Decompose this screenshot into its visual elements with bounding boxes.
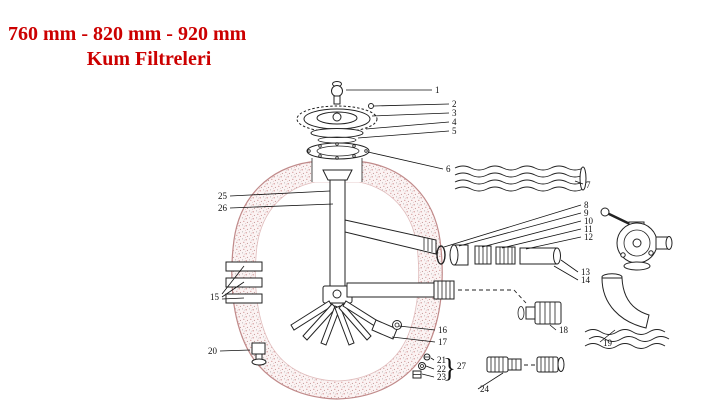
leader-line <box>221 265 245 295</box>
part-label-15: 15 <box>210 292 220 302</box>
leader-line <box>219 349 251 352</box>
part-label-20: 20 <box>208 346 218 356</box>
leader-line <box>560 259 579 273</box>
part-label-13: 13 <box>581 267 591 277</box>
leader-line <box>477 372 504 390</box>
leader-line <box>574 180 584 185</box>
leader-line <box>398 325 436 331</box>
leader-line <box>367 151 444 170</box>
lower-outlet-pipe <box>346 280 527 304</box>
leader-line <box>430 357 435 361</box>
leader-line <box>357 130 450 139</box>
leader-line <box>421 373 435 378</box>
part-label-16: 16 <box>438 325 448 335</box>
internal-standpipe <box>322 169 353 289</box>
leader-line <box>373 103 450 107</box>
union-fittings-row <box>436 244 561 266</box>
part-label-5: 5 <box>452 126 457 136</box>
part-label-3: 3 <box>452 108 457 118</box>
part-label-18: 18 <box>559 325 569 335</box>
elbow-pipe <box>584 273 670 349</box>
leader-line <box>221 297 245 300</box>
part-label-19: 19 <box>603 338 613 348</box>
leader-line <box>371 112 450 117</box>
lateral-arms <box>290 285 385 346</box>
part-label-10: 10 <box>584 216 594 226</box>
part-label-8: 8 <box>584 200 589 210</box>
leader-line <box>549 324 557 331</box>
part-label-21: 21 <box>437 355 446 365</box>
leader-line <box>481 220 582 248</box>
leader-line <box>443 204 582 248</box>
union-coupling <box>517 301 562 325</box>
part-label-14: 14 <box>581 275 591 285</box>
part-label-12: 12 <box>584 232 593 242</box>
connection-pipe <box>454 165 587 192</box>
leader-line <box>391 336 436 343</box>
part-labels: 1 2 3 4 5 6 7 8 9 10 11 12 13 14 15 16 1… <box>208 85 613 394</box>
drain-fitting <box>251 342 267 366</box>
part-label-22: 22 <box>437 364 446 374</box>
part-label-7: 7 <box>586 180 591 190</box>
group-bracket: } <box>443 353 456 383</box>
leader-line <box>229 190 331 197</box>
part-label-24: 24 <box>480 384 490 394</box>
leader-line <box>229 203 334 209</box>
leader-line <box>553 265 579 281</box>
title-line-2: Kum Filtreleri <box>86 48 212 70</box>
upper-outlet-pipe <box>344 219 437 255</box>
air-relief-valve <box>331 81 343 105</box>
filter-lid-assembly <box>296 103 378 144</box>
leader-line <box>501 228 582 249</box>
leader-line <box>525 236 582 250</box>
sight-glass-fitting <box>371 319 402 340</box>
leader-line <box>365 121 450 130</box>
part-label-26: 26 <box>218 203 228 213</box>
part-label-6: 6 <box>446 164 451 174</box>
part-label-27: 27 <box>457 361 467 371</box>
title-line-1: 760 mm - 820 mm - 920 mm <box>8 23 247 45</box>
part-label-23: 23 <box>437 372 447 382</box>
part-label-9: 9 <box>584 208 589 218</box>
part-label-2: 2 <box>452 99 457 109</box>
leader-line <box>599 329 616 343</box>
part-label-11: 11 <box>584 224 593 234</box>
part-label-4: 4 <box>452 117 457 127</box>
part-label-17: 17 <box>438 337 448 347</box>
tank-flange-ring <box>306 142 370 160</box>
leader-line <box>221 281 245 298</box>
fastener-set <box>412 353 431 379</box>
hose-couplings <box>486 356 565 373</box>
leader-line <box>425 365 435 370</box>
multiport-valve <box>600 207 673 271</box>
leader-lines <box>219 89 616 390</box>
part-label-1: 1 <box>435 85 440 95</box>
part-label-25: 25 <box>218 191 228 201</box>
leader-line <box>458 212 582 247</box>
diagram-title: 760 mm - 820 mm - 920 mm Kum Filtreleri <box>8 22 290 72</box>
